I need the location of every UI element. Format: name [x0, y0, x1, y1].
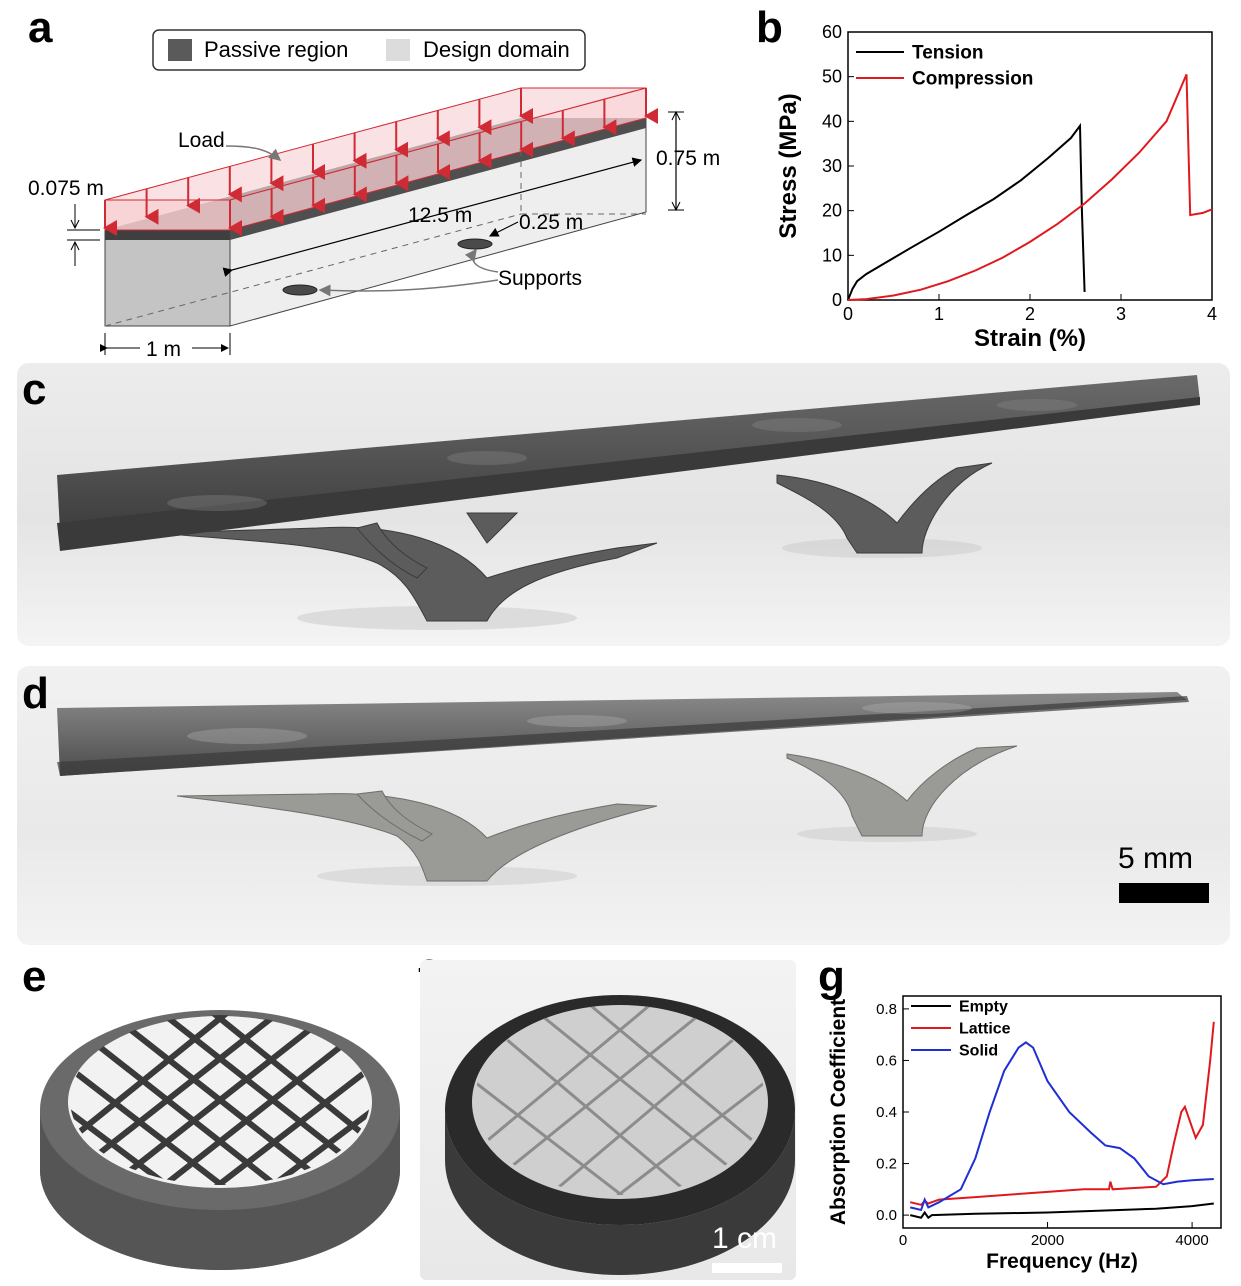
- x-tick-label: 2: [1025, 304, 1035, 324]
- panel-letter-d: d: [22, 669, 49, 718]
- support-disk-2: [282, 284, 318, 296]
- plot-frame: [902, 995, 1222, 1229]
- thickness-label: 0.075 m: [28, 177, 104, 200]
- series-line-solid: [909, 1041, 1214, 1212]
- passive-layer-front: [105, 230, 230, 240]
- supports-label: Supports: [498, 267, 582, 290]
- support-disk-1: [457, 238, 493, 250]
- x-axis-label: Strain (%): [974, 325, 1086, 352]
- lattice-photo: 1 cm: [420, 960, 796, 1280]
- legend-label-empty: Empty: [959, 998, 1008, 1015]
- series-line-compression: [847, 74, 1213, 301]
- beam-schematic: Passive region Design domain Supports Lo…: [28, 29, 720, 360]
- y-axis-label: Stress (MPa): [775, 93, 802, 238]
- panel-letter-c: c: [22, 365, 47, 414]
- scale-bar-f: [712, 1263, 782, 1273]
- legend-label-passive: Passive region: [204, 37, 348, 62]
- y-tick-label: 10: [822, 245, 842, 265]
- scale-bar-d: [1119, 883, 1209, 903]
- panel-letter-a: a: [28, 3, 53, 52]
- length-label: 12.5 m: [408, 204, 472, 227]
- legend-label-solid: Solid: [959, 1042, 998, 1059]
- x-tick-label: 4000: [1175, 1232, 1208, 1249]
- series-line-empty: [909, 1202, 1214, 1220]
- legend-swatch-passive: [168, 39, 192, 61]
- x-tick-label: 3: [1116, 304, 1126, 324]
- legend-label-lattice: Lattice: [959, 1020, 1011, 1037]
- legend-label-design: Design domain: [423, 37, 570, 62]
- load-label: Load: [178, 129, 225, 152]
- width-label: 1 m: [146, 338, 181, 360]
- scale-bar-label-f: 1 cm: [712, 1222, 778, 1255]
- y-tick-label: 0: [832, 290, 842, 310]
- y-tick-label: 50: [822, 67, 842, 87]
- printed-beam-drawing: [57, 692, 1189, 886]
- legend-label-compression: Compression: [912, 68, 1033, 89]
- x-tick-label: 1: [934, 304, 944, 324]
- panel-letter-g: g: [818, 952, 845, 1001]
- x-tick-label: 0: [899, 1232, 907, 1249]
- y-tick-label: 0.0: [876, 1207, 897, 1224]
- y-tick-label: 60: [822, 22, 842, 42]
- y-tick-label: 0.8: [876, 1001, 897, 1018]
- y-tick-label: 30: [822, 156, 842, 176]
- x-tick-label: 4: [1207, 304, 1217, 324]
- height-label: 0.75 m: [656, 147, 720, 170]
- panel-letter-e: e: [22, 952, 47, 1001]
- y-tick-label: 0.6: [876, 1052, 897, 1069]
- support-diameter-label: 0.25 m: [519, 211, 583, 234]
- load-box-front: [104, 199, 231, 231]
- printed-beam-photo: 5 mm: [17, 666, 1230, 945]
- lattice-photo-drawing: [445, 995, 795, 1275]
- legend-box-a: [152, 29, 586, 71]
- rendered-beam-drawing: [57, 375, 1200, 630]
- y-tick-label: 20: [822, 201, 842, 221]
- y-tick-label: 0.4: [876, 1104, 897, 1121]
- x-tick-label: 2000: [1031, 1232, 1064, 1249]
- panel-letter-b: b: [756, 3, 783, 52]
- lattice-cad-render: [40, 1010, 400, 1270]
- x-tick-label: 0: [843, 304, 853, 324]
- legend-swatch-design: [386, 39, 410, 61]
- y-axis-label: Absorption Coefficient: [827, 999, 850, 1225]
- legend-label-tension: Tension: [912, 42, 983, 63]
- rendered-beam-image: [17, 363, 1230, 646]
- y-tick-label: 0.2: [876, 1156, 897, 1173]
- beam-front-face: [104, 229, 231, 327]
- series-line-tension: [847, 122, 1086, 301]
- scale-bar-label-d: 5 mm: [1118, 842, 1193, 875]
- x-axis-label: Frequency (Hz): [986, 1250, 1138, 1273]
- y-tick-label: 40: [822, 111, 842, 131]
- series-line-lattice: [909, 1021, 1215, 1206]
